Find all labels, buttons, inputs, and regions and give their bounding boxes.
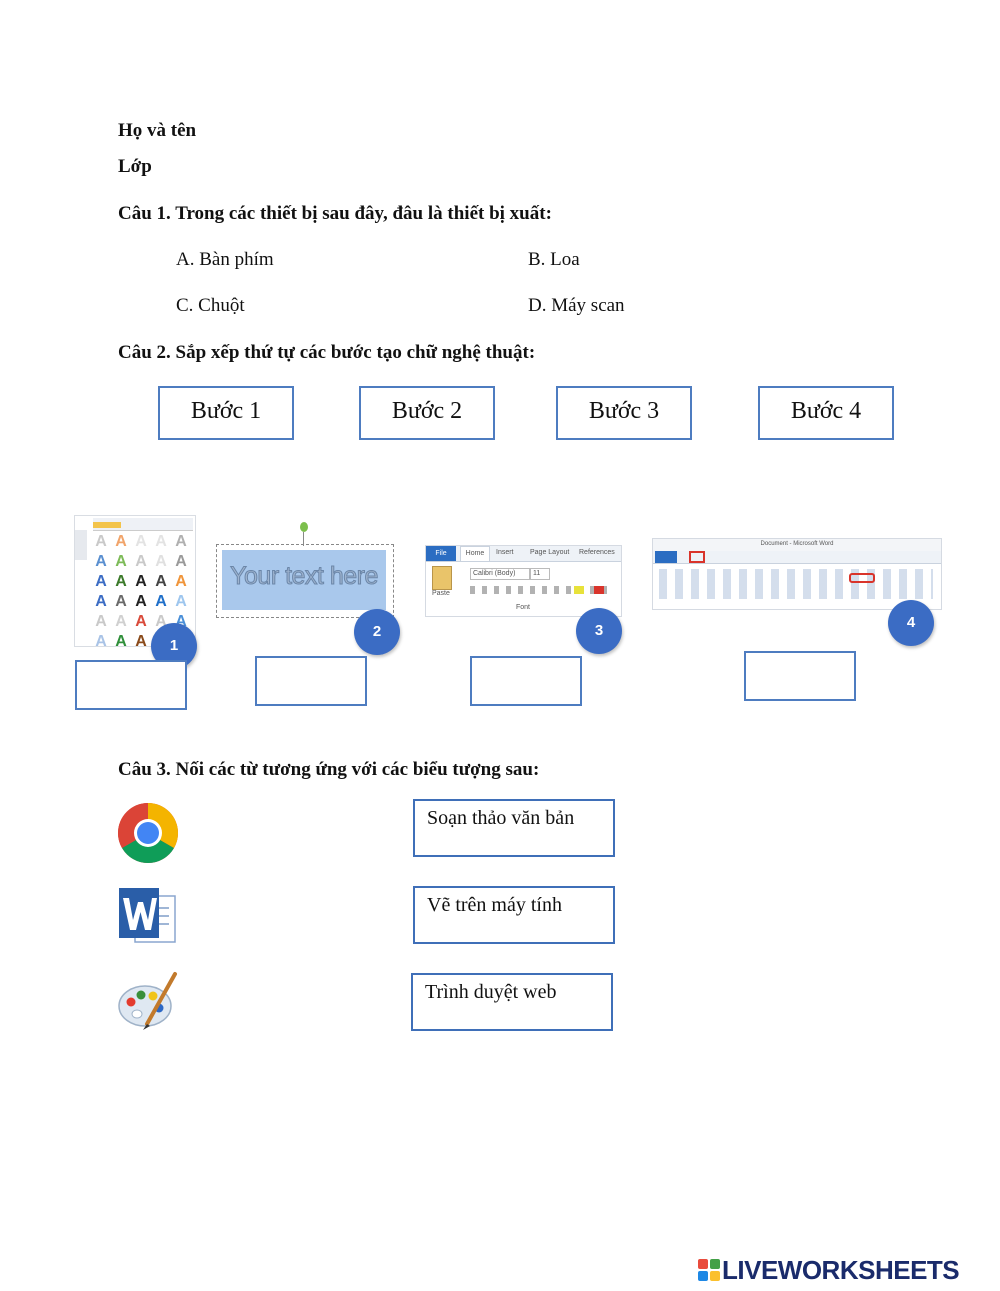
- home-tab: Home: [460, 546, 490, 561]
- paste-icon: [432, 566, 452, 590]
- sample-text: Your text here: [230, 562, 379, 591]
- page-layout-tab: Page Layout: [530, 549, 570, 556]
- ribbon-home-image: File Home Insert Page Layout References …: [425, 545, 622, 617]
- font-group-label: Font: [516, 604, 531, 611]
- font-size-box: 11: [530, 568, 550, 580]
- answer-box-1[interactable]: [75, 660, 187, 710]
- wordart-styles-grid: A A A A A A A A A A A A A A A A A A A A …: [95, 533, 187, 647]
- answer-box-3[interactable]: [470, 656, 582, 706]
- option-d[interactable]: D. Máy scan: [528, 295, 625, 316]
- match-box-drawing[interactable]: Vẽ trên máy tính: [413, 886, 615, 944]
- question-2: Câu 2. Sắp xếp thứ tự các bước tạo chữ n…: [118, 342, 536, 363]
- liveworksheets-brand: LIVEWORKSHEETS: [722, 1255, 960, 1285]
- option-a[interactable]: A. Bàn phím: [176, 249, 274, 270]
- ribbon-insert-image: Document - Microsoft Word: [652, 538, 942, 610]
- badge-3: 3: [576, 608, 622, 654]
- file-tab: File: [426, 546, 456, 561]
- paint-icon[interactable]: [117, 970, 181, 1032]
- liveworksheets-logo-icon: [698, 1259, 720, 1281]
- answer-box-4[interactable]: [744, 651, 856, 701]
- badge-4: 4: [888, 600, 934, 646]
- option-c[interactable]: C. Chuột: [176, 295, 245, 316]
- question-1: Câu 1. Trong các thiết bị sau đây, đâu l…: [118, 203, 552, 224]
- question-3: Câu 3. Nối các từ tương ứng với các biểu…: [118, 759, 540, 780]
- rotate-handle-icon: [300, 522, 308, 532]
- step-box-4[interactable]: Bước 4: [758, 386, 894, 440]
- match-box-word-processing[interactable]: Soạn thảo văn bản: [413, 799, 615, 857]
- name-label: Họ và tên: [118, 120, 197, 141]
- badge-2: 2: [354, 609, 400, 655]
- window-title: Document - Microsoft Word: [760, 541, 834, 547]
- paste-label: Paste: [432, 590, 450, 597]
- step-box-1[interactable]: Bước 1: [158, 386, 294, 440]
- references-tab: References: [579, 549, 615, 556]
- wordart-gallery-image: A A A A A A A A A A A A A A A A A A A A …: [74, 515, 196, 647]
- answer-box-2[interactable]: [255, 656, 367, 706]
- word-icon[interactable]: [117, 886, 177, 946]
- step-box-2[interactable]: Bước 2: [359, 386, 495, 440]
- insert-tab: Insert: [496, 549, 514, 556]
- chrome-icon[interactable]: [117, 802, 179, 864]
- textbox-sample-image: Your text here: [212, 520, 402, 630]
- insert-tab-highlight: [689, 551, 705, 563]
- wordart-button-highlight: [849, 573, 875, 583]
- font-name-box: Calibri (Body): [470, 568, 530, 580]
- step-box-3[interactable]: Bước 3: [556, 386, 692, 440]
- class-label: Lớp: [118, 156, 152, 177]
- option-b[interactable]: B. Loa: [528, 249, 580, 270]
- match-box-web-browser[interactable]: Trình duyệt web: [411, 973, 613, 1031]
